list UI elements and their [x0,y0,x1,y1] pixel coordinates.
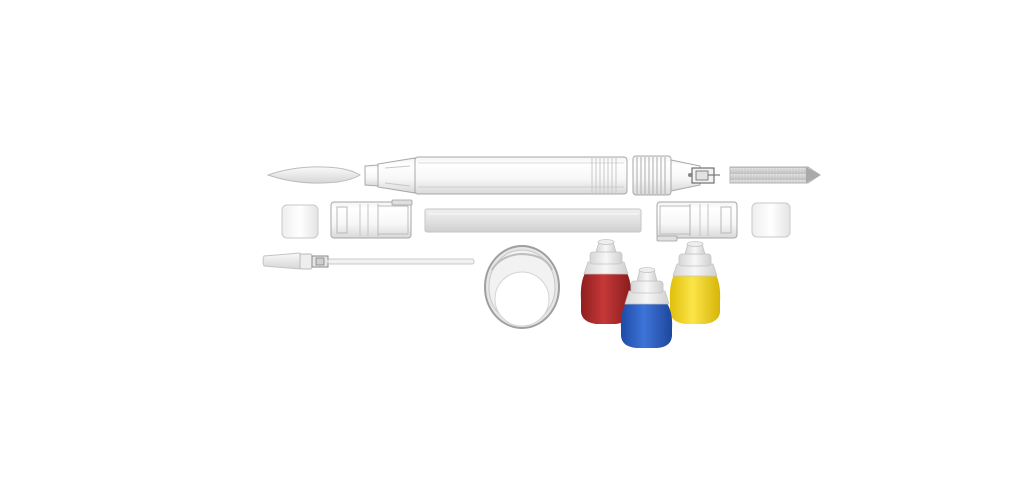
cap-housing [330,199,413,239]
ink-bottle [580,239,632,324]
spring-tip-assembly [632,155,720,196]
end-cap [751,202,791,238]
end-cap [281,204,319,239]
metal-ring [484,245,560,329]
ink-bottle [620,267,673,348]
pen-barrel [364,156,628,195]
ink-bottle [669,241,721,324]
ink-reservoir-tube [424,208,642,233]
cap-housing [656,201,738,242]
filling-tool [262,252,475,270]
fiber-wick [729,166,821,184]
felt-tip-nib [266,166,361,184]
